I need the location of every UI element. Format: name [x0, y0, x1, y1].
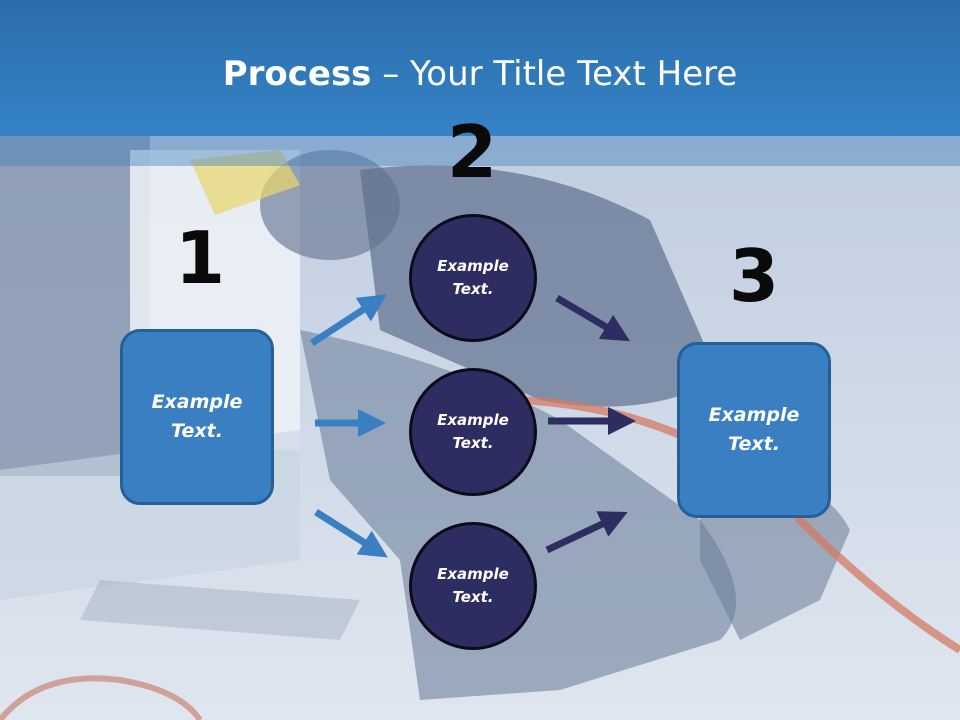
circle-middle-line2: Text. [452, 434, 494, 452]
left-box-line1: Example [151, 391, 243, 413]
step-number-2: 2 [446, 110, 498, 194]
arrow-top-to-right [555, 294, 631, 342]
left-box-text: Example Text. [152, 388, 243, 446]
title-rest: – Your Title Text Here [371, 54, 738, 94]
circle-bottom-line2: Text. [452, 588, 494, 606]
circle-bottom-line1: Example [437, 565, 509, 583]
title-underline-strip [0, 136, 960, 166]
circle-top-text: Example Text. [437, 255, 509, 301]
title-bar [0, 0, 960, 136]
circle-top-line1: Example [437, 257, 509, 275]
circle-bottom: Example Text. [409, 522, 537, 650]
circle-middle: Example Text. [409, 368, 537, 496]
step-number-1: 1 [174, 216, 226, 300]
right-box: Example Text. [677, 342, 831, 518]
left-box: Example Text. [120, 329, 274, 505]
circle-middle-text: Example Text. [437, 409, 509, 455]
slide-title: Process – Your Title Text Here [0, 52, 960, 96]
circle-top: Example Text. [409, 214, 537, 342]
circle-bottom-text: Example Text. [437, 563, 509, 609]
right-box-line2: Text. [728, 433, 780, 455]
arrow-bottom-to-right [545, 511, 628, 554]
arrow-left-to-top [310, 294, 387, 346]
title-bold: Process [222, 54, 372, 94]
left-box-line2: Text. [171, 420, 223, 442]
circle-middle-line1: Example [437, 411, 509, 429]
arrow-left-to-bottom [314, 509, 388, 558]
right-box-line1: Example [708, 404, 800, 426]
step-number-3: 3 [728, 234, 780, 318]
right-box-text: Example Text. [709, 401, 800, 459]
circle-top-line2: Text. [452, 280, 494, 298]
